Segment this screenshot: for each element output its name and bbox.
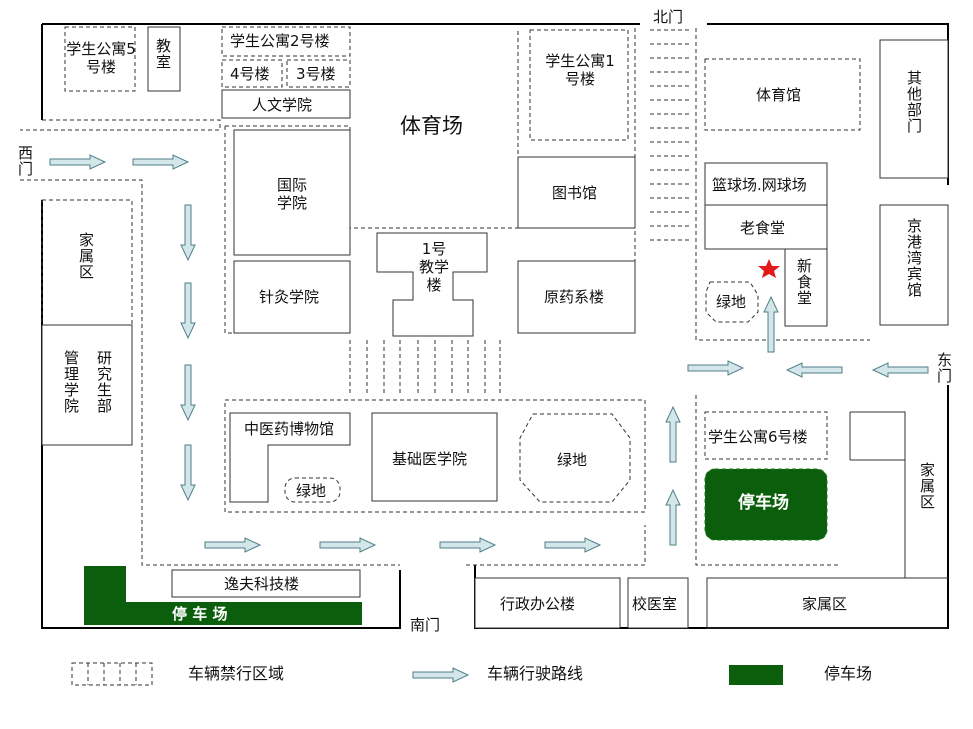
route-arrow-icon <box>180 204 196 261</box>
legend-route-label: 车辆行驶路线 <box>487 664 584 683</box>
family-area-west-label: 家属区 <box>77 232 95 280</box>
museum-label: 中医药博物馆 <box>244 420 335 438</box>
east-gate-label: 东门 <box>935 352 953 384</box>
north-gate-label: 北门 <box>653 8 684 26</box>
route-arrow-icon <box>132 154 189 170</box>
management-label: 管理学院 <box>62 350 80 414</box>
clinic-label: 校医室 <box>632 595 678 613</box>
hotel-label: 京港湾宾馆 <box>905 218 923 298</box>
route-arrow-icon <box>763 296 779 353</box>
green-center-label: 绿地 <box>557 451 588 469</box>
route-arrow-icon <box>665 489 681 546</box>
basic-med-label: 基础医学院 <box>392 450 468 468</box>
dorm6-label: 学生公寓6号楼 <box>708 428 808 446</box>
route-arrow-icon <box>544 537 601 553</box>
admin-label: 行政办公楼 <box>500 595 576 613</box>
route-arrow-icon <box>439 537 496 553</box>
dorm1-label: 学生公寓1号楼 <box>545 52 615 88</box>
pharmacy-label: 原药系楼 <box>544 288 605 306</box>
old-canteen-label: 老食堂 <box>740 219 786 237</box>
humanities-label: 人文学院 <box>252 96 313 114</box>
yifu-label: 逸夫科技楼 <box>224 575 300 593</box>
green-small-label: 绿地 <box>296 482 327 500</box>
new-canteen-label: 新食堂 <box>795 258 813 306</box>
classroom-label: 教室 <box>154 38 172 70</box>
graduate-label: 研究生部 <box>95 350 113 414</box>
green-east-label: 绿地 <box>716 293 747 311</box>
legend-parking-label: 停车场 <box>824 664 873 683</box>
star-icon <box>758 259 780 278</box>
route-arrow-icon <box>872 362 929 378</box>
dorm2-label: 学生公寓2号楼 <box>230 32 330 50</box>
building3-label: 3号楼 <box>296 65 336 83</box>
courts-label: 篮球场.网球场 <box>712 176 807 194</box>
acupuncture-label: 针灸学院 <box>259 288 320 306</box>
route-arrow-icon <box>204 537 261 553</box>
stadium-label: 体育场 <box>400 114 463 138</box>
family-area-east-label: 家属区 <box>918 462 936 510</box>
legend-restricted-label: 车辆禁行区域 <box>188 664 285 683</box>
route-arrow-icon <box>180 364 196 421</box>
family-area-south-label: 家属区 <box>802 595 848 613</box>
library-label: 图书馆 <box>552 184 598 202</box>
route-arrow-icon <box>412 667 469 683</box>
west-gate-label: 西门 <box>16 145 34 177</box>
route-arrow-icon <box>665 406 681 463</box>
route-arrow-icon <box>786 362 843 378</box>
parking-main-label: 停车场 <box>738 493 789 513</box>
intl-college-label: 国际学院 <box>276 176 307 212</box>
building4-label: 4号楼 <box>230 65 270 83</box>
parking-bottom-label: 停 车 场 <box>172 605 228 623</box>
route-arrow-icon <box>180 282 196 339</box>
south-gate-label: 南门 <box>410 616 441 634</box>
route-arrow-icon <box>49 154 106 170</box>
route-arrow-icon <box>319 537 376 553</box>
route-arrow-icon <box>180 444 196 501</box>
other-dept-label: 其他部门 <box>905 70 923 134</box>
teaching-building1-label: 1号教学楼 <box>418 240 449 294</box>
dorm5-label: 学生公寓5号楼 <box>66 40 136 76</box>
gym-label: 体育馆 <box>756 86 802 104</box>
route-arrow-icon <box>687 360 744 376</box>
